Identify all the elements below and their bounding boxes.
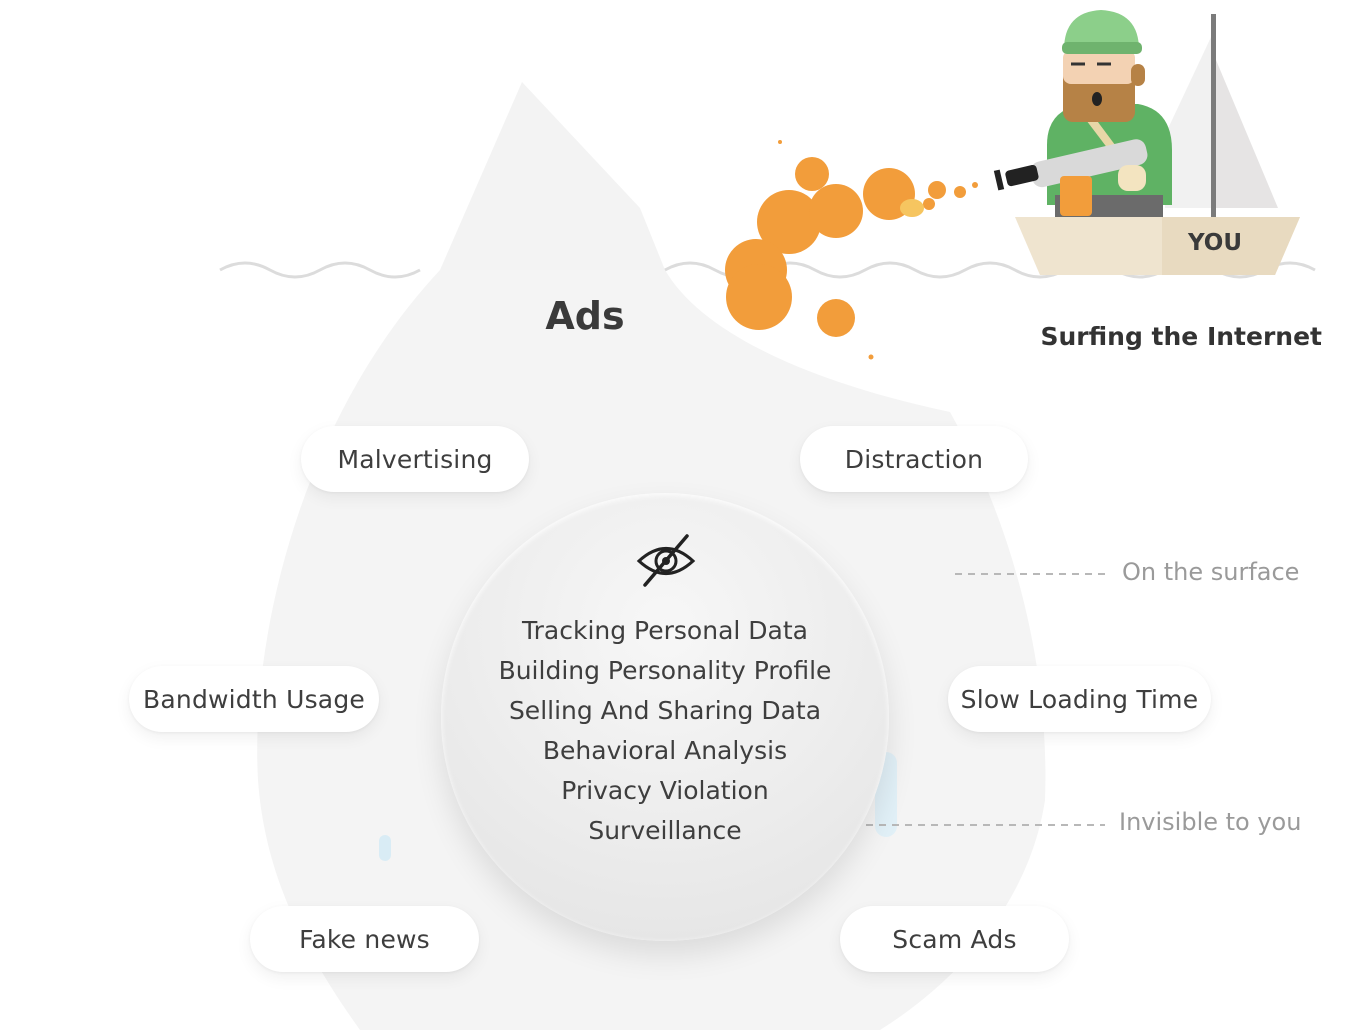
boat-label: YOU xyxy=(1187,230,1243,256)
pill-distraction: Distraction xyxy=(800,426,1028,492)
core-item: Tracking Personal Data xyxy=(522,616,808,645)
pill-malvertising: Malvertising xyxy=(301,426,529,492)
eye-slash-icon xyxy=(636,534,696,587)
hidden-core-circle xyxy=(441,493,889,941)
annotation-invisible-to-you: Invisible to you xyxy=(1119,808,1302,836)
water-line xyxy=(219,261,421,279)
pill-fake-news: Fake news xyxy=(250,906,479,972)
pill-scam-ads: Scam Ads xyxy=(840,906,1069,972)
ice-crystal xyxy=(379,835,391,861)
ad-blobs xyxy=(725,140,978,360)
sailboat xyxy=(1015,14,1300,275)
core-item: Building Personality Profile xyxy=(498,656,832,685)
annotation-on-the-surface: On the surface xyxy=(1122,558,1300,586)
page-title: Ads xyxy=(545,294,625,338)
core-item: Selling And Sharing Data xyxy=(508,696,822,725)
core-item: Surveillance xyxy=(588,816,742,845)
pill-slow-loading-time: Slow Loading Time xyxy=(948,666,1211,732)
surfer-character xyxy=(993,10,1172,217)
core-item-list: Tracking Personal Data Building Personal… xyxy=(441,611,889,851)
core-item: Behavioral Analysis xyxy=(542,736,788,765)
surface-caption: Surfing the Internet xyxy=(1040,322,1322,351)
pill-bandwidth-usage: Bandwidth Usage xyxy=(129,666,379,732)
iceberg-tip xyxy=(440,82,665,270)
core-item: Privacy Violation xyxy=(561,776,769,805)
